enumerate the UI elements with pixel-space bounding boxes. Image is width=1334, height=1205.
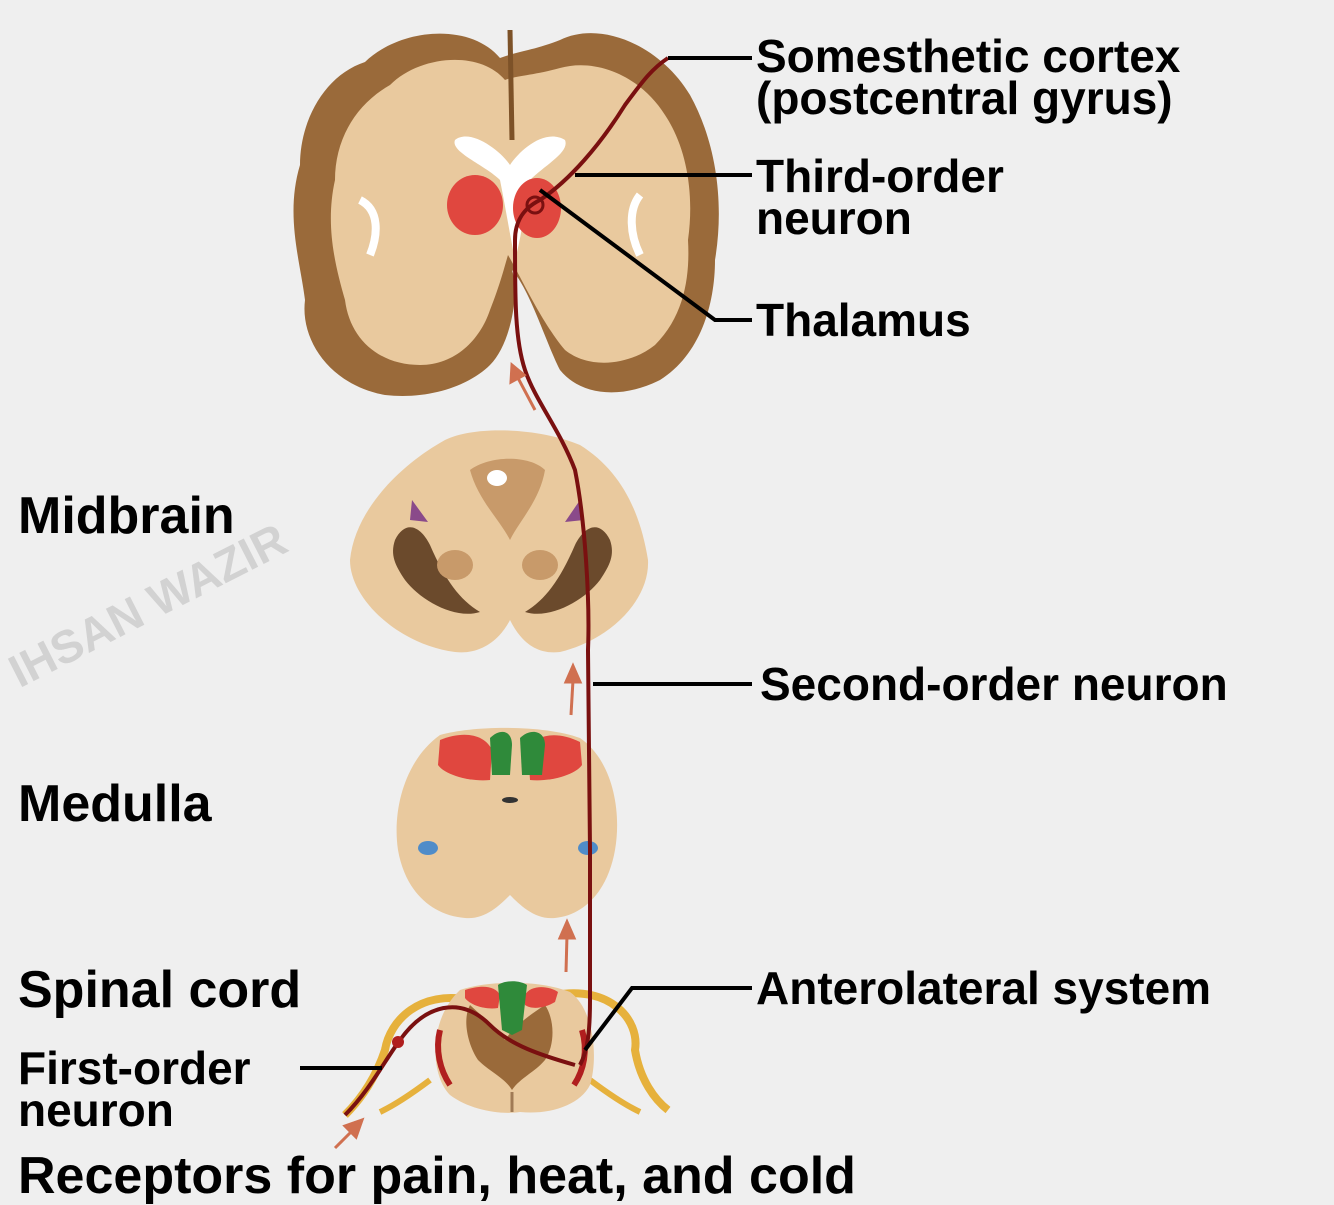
medulla-central-canal <box>502 797 518 803</box>
label-somesthetic-cortex-line2: (postcentral gyrus) <box>756 78 1173 118</box>
right-thalamus <box>513 178 561 238</box>
label-third-order-line2: neuron <box>756 198 912 238</box>
first-order-ganglion <box>392 1036 404 1048</box>
left-spinothalamic-spot <box>418 841 438 855</box>
arrow-medulla-to-midbrain <box>566 666 580 715</box>
label-first-order-line1: First-order <box>18 1048 251 1088</box>
label-first-order-line2: neuron <box>18 1090 174 1130</box>
left-ventral-root <box>380 1080 430 1112</box>
label-third-order-line1: Third-order <box>756 156 1004 196</box>
label-receptors: Receptors for pain, heat, and cold <box>18 1150 856 1202</box>
label-somesthetic-cortex-line1: Somesthetic cortex <box>756 36 1180 76</box>
label-second-order-neuron: Second-order neuron <box>760 664 1228 704</box>
arrow-receptor <box>335 1120 362 1148</box>
left-red-nucleus <box>437 550 473 580</box>
right-ventral-root <box>590 1080 640 1112</box>
right-red-nucleus <box>522 550 558 580</box>
medulla-section <box>397 728 618 918</box>
right-fasciculus-gracilis <box>520 732 545 775</box>
brain-coronal-section <box>294 30 719 396</box>
label-midbrain: Midbrain <box>18 490 235 542</box>
label-thalamus: Thalamus <box>756 300 971 340</box>
arrow-spinal-to-medulla <box>560 922 574 972</box>
cerebral-aqueduct <box>487 470 507 486</box>
midbrain-section <box>350 430 648 652</box>
label-spinal-cord: Spinal cord <box>18 964 301 1016</box>
brain-midline-fissure <box>510 30 512 140</box>
leader-anterolateral-system <box>585 988 752 1050</box>
label-anterolateral-system: Anterolateral system <box>756 968 1211 1008</box>
left-fasciculus-gracilis <box>490 732 512 775</box>
label-medulla: Medulla <box>18 778 212 830</box>
left-thalamus <box>447 175 503 235</box>
